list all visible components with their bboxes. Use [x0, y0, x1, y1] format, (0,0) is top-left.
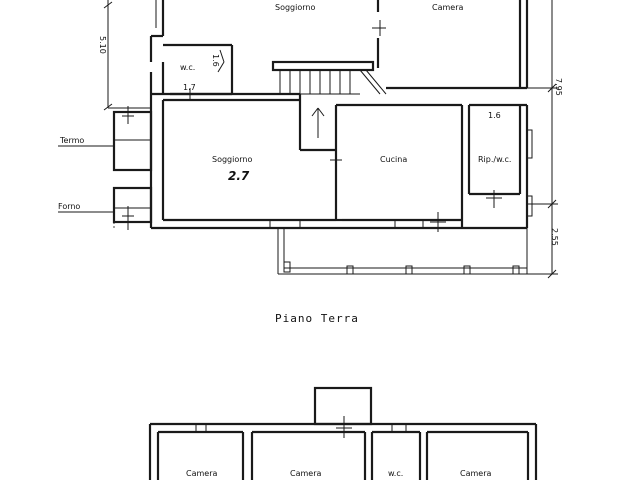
ground-floor-plan: Soggiorno Camera w.c. 1.6 1.7 Soggiorno …: [58, 0, 563, 325]
room-number-wc-a: 1.6: [211, 54, 220, 67]
room-number-wc-b: 1.7: [183, 83, 196, 92]
room-label-rip-wc: Rip./w.c.: [478, 155, 511, 164]
room-number-soggiorno: 2.7: [228, 169, 250, 183]
first-floor-plan: Camera Camera w.c. Camera: [148, 386, 538, 480]
ff-room-label-camera-1: Camera: [186, 469, 217, 478]
dimension-left-height: 5.10: [98, 36, 107, 54]
room-label-soggiorno-top: Soggiorno: [275, 3, 315, 12]
ground-floor-title: Piano Terra: [275, 312, 359, 325]
upper-walls: [149, 0, 529, 112]
room-label-wc: w.c.: [180, 63, 195, 72]
ff-room-label-camera-3: Camera: [460, 469, 491, 478]
room-label-soggiorno: Soggiorno: [212, 155, 252, 164]
first-floor-walls: [148, 386, 538, 480]
window-marks: [122, 88, 533, 232]
ff-room-label-wc: w.c.: [388, 469, 403, 478]
room-label-cucina: Cucina: [380, 155, 407, 164]
main-walls: [149, 92, 529, 230]
room-label-camera-top: Camera: [432, 3, 463, 12]
dimension-right-height: 7.95: [554, 78, 563, 96]
service-boxes: [112, 110, 153, 230]
dimension-right-porch: 2.55: [550, 228, 559, 246]
staircase: [271, 60, 387, 138]
wc-small: [161, 43, 234, 96]
porch: [277, 228, 528, 275]
room-number-rip: 1.6: [488, 111, 501, 120]
ff-room-label-camera-2: Camera: [290, 469, 321, 478]
dimension-lines: [58, 0, 558, 279]
label-termo: Termo: [59, 136, 84, 145]
label-forno: Forno: [58, 202, 80, 211]
